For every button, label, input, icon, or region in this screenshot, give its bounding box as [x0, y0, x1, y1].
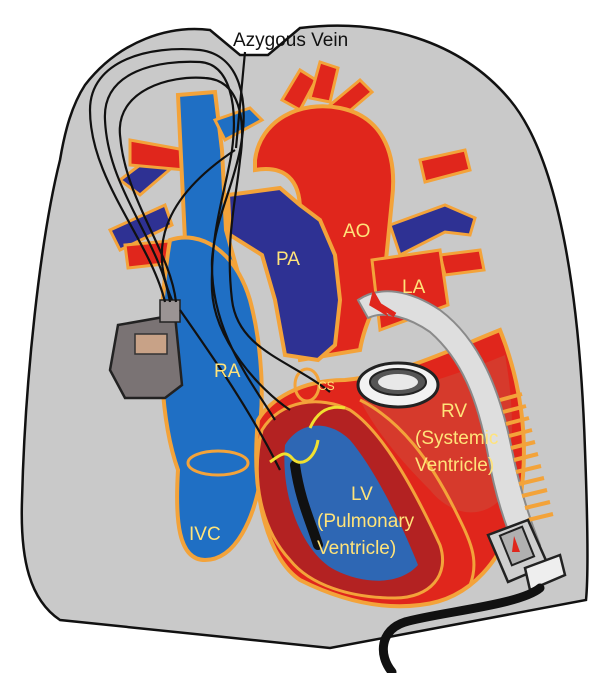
label-rv: RV — [441, 401, 467, 422]
label-ra: RA — [214, 361, 241, 382]
label-lv-ventricle: Ventricle) — [317, 538, 396, 559]
label-la: LA — [402, 277, 426, 298]
label-cs: CS — [318, 379, 335, 393]
label-ivc: IVC — [189, 524, 221, 545]
label-lv-pulmonary: (Pulmonary — [317, 511, 415, 532]
label-rv-ventricle: Ventricle) — [415, 455, 494, 476]
outflow-valve — [358, 363, 438, 407]
pulmonary-vein-right-lower — [440, 250, 484, 275]
label-azygous-vein: Azygous Vein — [233, 30, 348, 51]
label-ao: AO — [343, 221, 370, 242]
label-pa: PA — [276, 249, 300, 270]
label-rv-systemic: (Systemic — [415, 428, 498, 449]
label-lv: LV — [351, 484, 373, 505]
